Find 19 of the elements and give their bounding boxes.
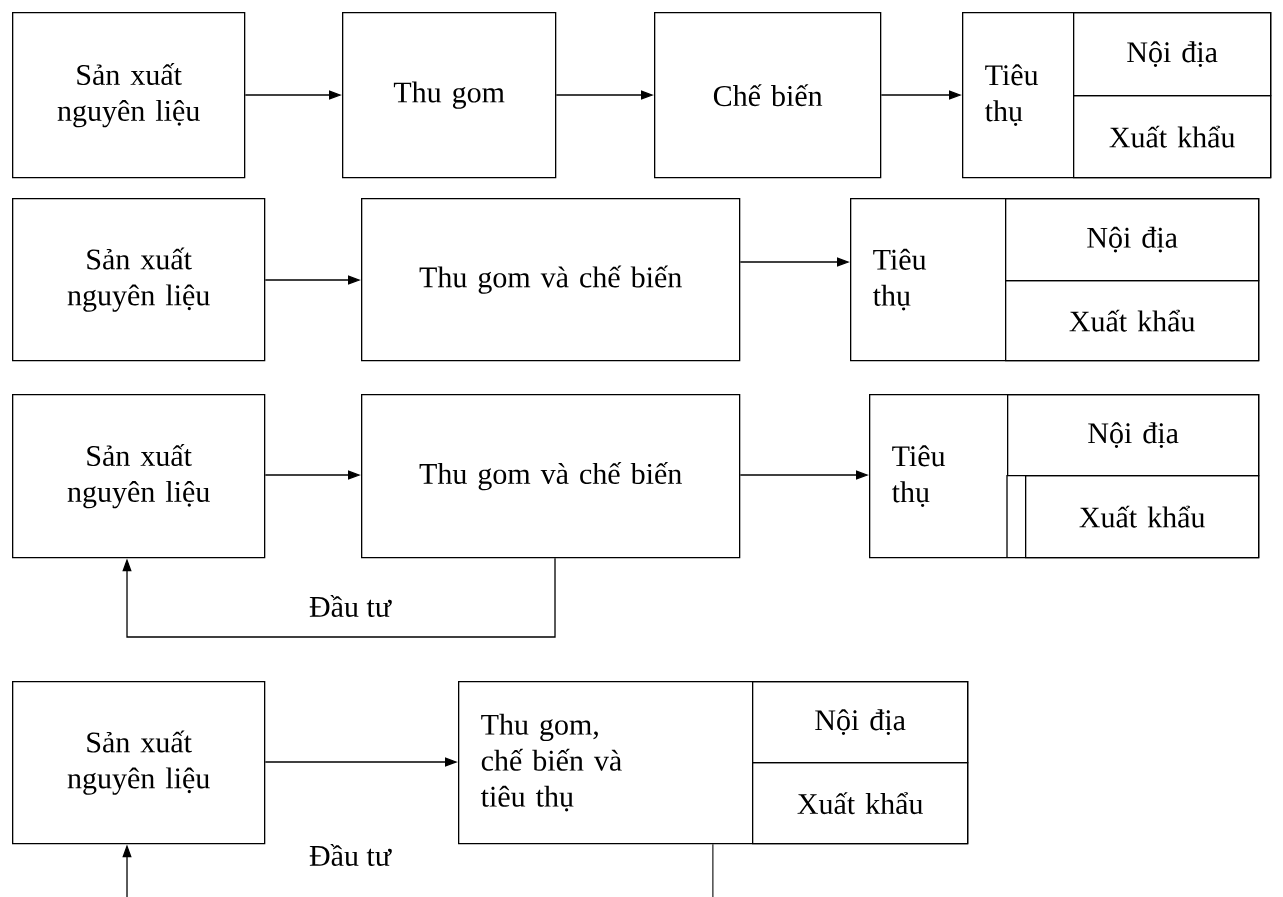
market-box: Nội địa bbox=[1073, 12, 1272, 97]
edge-label: Đầu tư bbox=[306, 593, 394, 619]
process-box: Chế biến bbox=[654, 12, 882, 179]
process-box: Sản xuất nguyên liệu bbox=[12, 198, 266, 362]
market-box: Xuất khẩu bbox=[752, 762, 969, 845]
market-box: Nội địa bbox=[1007, 394, 1260, 477]
process-box: Thu gom và chế biến bbox=[361, 198, 741, 362]
process-box: Sản xuất nguyên liệu bbox=[12, 12, 246, 179]
market-box: Xuất khẩu bbox=[1025, 475, 1260, 559]
process-box: Thu gom bbox=[342, 12, 557, 179]
market-box: Nội địa bbox=[1005, 198, 1260, 282]
arrow bbox=[122, 557, 556, 638]
process-box: Sản xuất nguyên liệu bbox=[12, 681, 266, 845]
market-box: Xuất khẩu bbox=[1073, 95, 1272, 179]
market-box: Xuất khẩu bbox=[1005, 280, 1260, 362]
note-label: Đầu tư bbox=[309, 844, 392, 866]
market-box: Nội địa bbox=[752, 681, 969, 764]
process-box: Sản xuất nguyên liệu bbox=[12, 394, 266, 559]
process-box: Thu gom và chế biến bbox=[361, 394, 741, 559]
